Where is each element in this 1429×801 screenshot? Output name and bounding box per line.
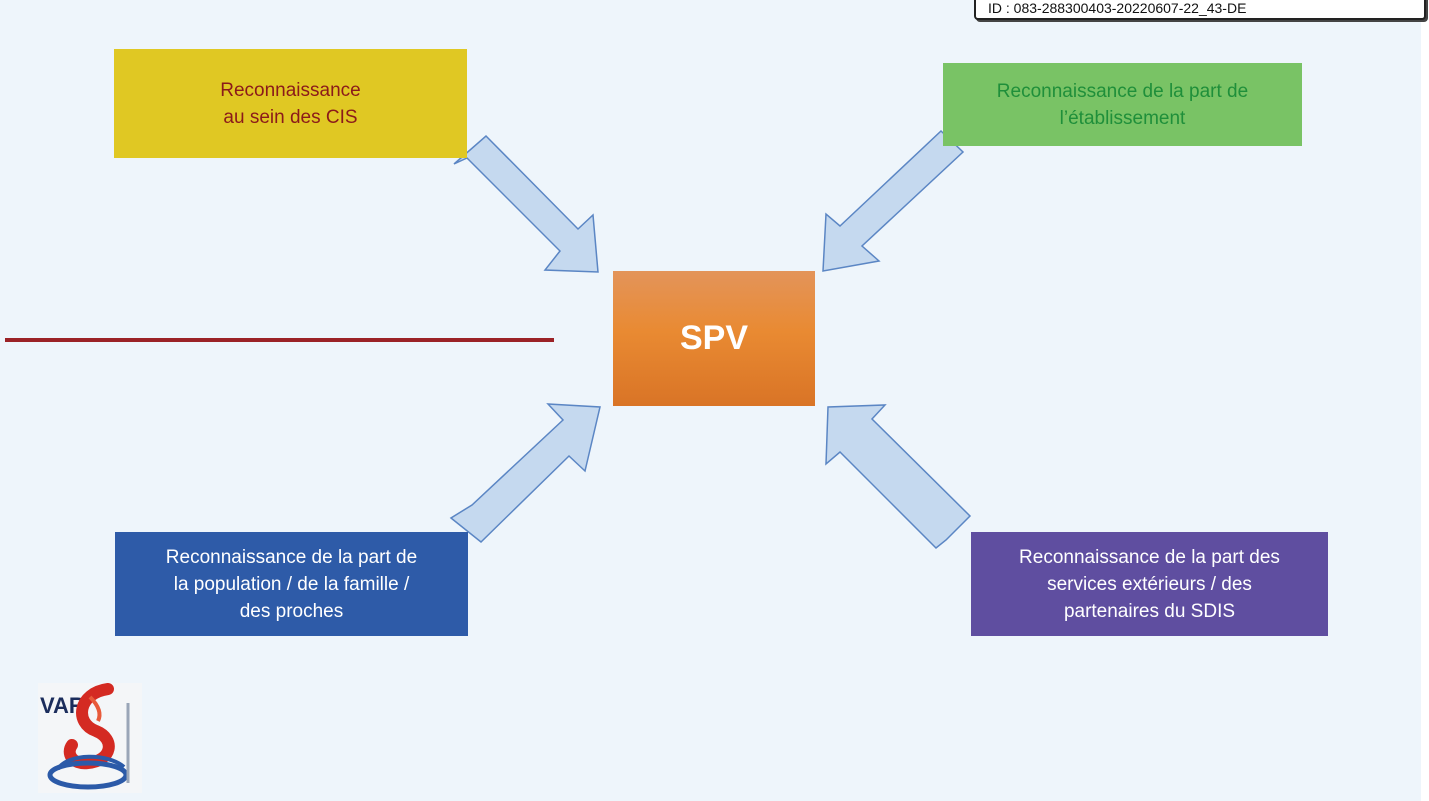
- box-cis-label: Reconnaissance au sein des CIS: [220, 79, 361, 128]
- box-population-label: Reconnaissance de la part de la populati…: [165, 546, 418, 622]
- box-reconnaissance-services: Reconnaissance de la part des services e…: [971, 532, 1328, 636]
- center-node-label: SPV: [679, 319, 749, 357]
- arrow-serv-to-spv: [825, 404, 972, 550]
- arrow-cis-to-spv: [453, 134, 599, 273]
- right-margin: [1421, 0, 1429, 801]
- arrow-pop-to-spv: [449, 403, 601, 544]
- box-services-label: Reconnaissance de la part des services e…: [1019, 546, 1280, 622]
- box-reconnaissance-population: Reconnaissance de la part de la populati…: [115, 532, 468, 636]
- box-reconnaissance-cis: Reconnaissance au sein des CIS: [114, 49, 467, 158]
- id-stamp-text: ID : 083-288300403-20220607-22_43-DE: [988, 0, 1247, 16]
- box-reconnaissance-etablissement: Reconnaissance de la part de l’établisse…: [943, 63, 1302, 146]
- box-etablissement-label: Reconnaissance de la part de l’établisse…: [996, 80, 1249, 129]
- center-node-spv: SPV: [613, 271, 815, 406]
- divider-line: [5, 338, 554, 342]
- id-stamp: ID : 083-288300403-20220607-22_43-DE: [974, 0, 1426, 20]
- arrow-etab-to-spv: [822, 129, 965, 272]
- sdis-var-logo: VAR: [38, 683, 142, 793]
